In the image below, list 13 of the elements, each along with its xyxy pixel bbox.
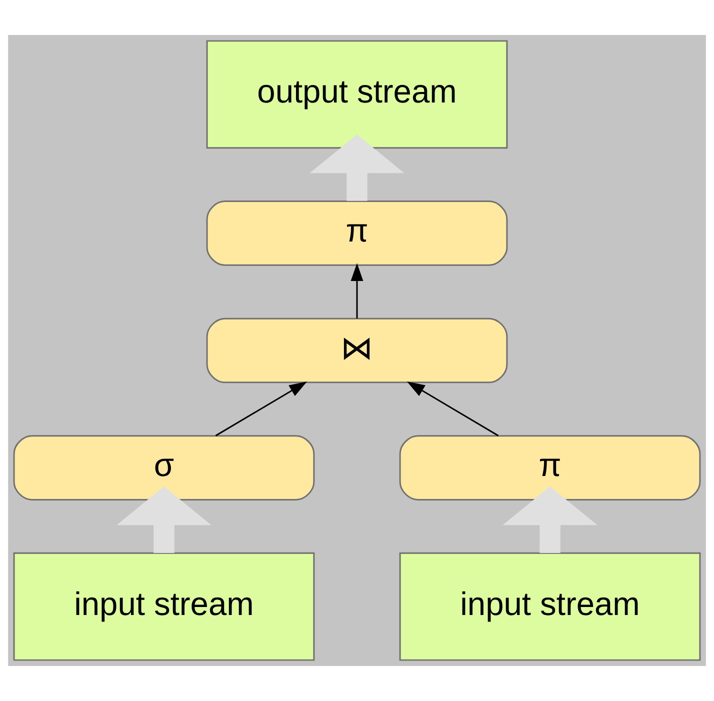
arrow <box>502 486 598 553</box>
node-box: input stream <box>13 552 315 661</box>
node-box: output stream <box>206 40 508 149</box>
node-box: ⋈ <box>206 318 508 384</box>
arrow <box>310 134 404 201</box>
arrow <box>215 382 308 436</box>
arrow <box>116 486 212 553</box>
node-box: π <box>206 200 508 266</box>
node-box: σ <box>13 435 315 500</box>
arrow <box>350 263 364 318</box>
node-box: π <box>399 435 701 500</box>
node-box: input stream <box>399 552 701 661</box>
arrow <box>406 382 499 436</box>
